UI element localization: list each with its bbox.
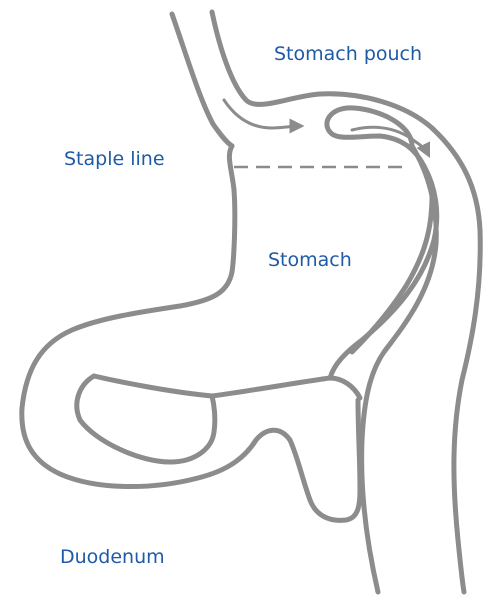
duodenal-loop-top [94, 376, 360, 398]
intestine-tube-outer [454, 230, 480, 592]
stomach-left-wall [22, 146, 360, 520]
esophagus-outer-wall [172, 14, 232, 146]
staple-line-label: Staple line [64, 148, 165, 170]
intestine-tube-inner [362, 146, 437, 592]
duodenum-label: Duodenum [60, 546, 165, 568]
stomach-pouch-label: Stomach pouch [274, 43, 422, 65]
stomach-label: Stomach [268, 249, 352, 271]
stomach-right-wall [330, 166, 437, 378]
